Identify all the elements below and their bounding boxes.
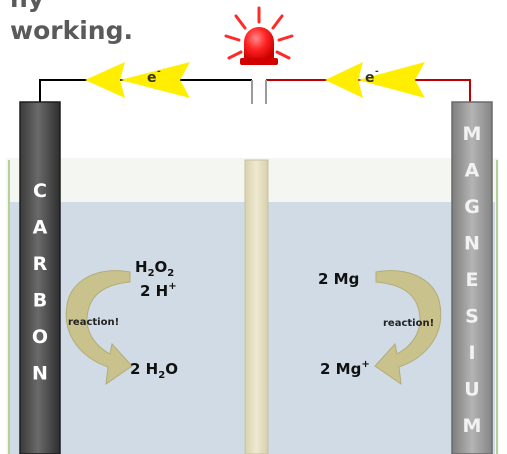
carbon-letter-3: R bbox=[33, 253, 48, 275]
reaction-arrow-left bbox=[65, 270, 133, 386]
magnesium-letter-4: N bbox=[464, 233, 480, 255]
reactant-2mg: 2 Mg bbox=[318, 270, 359, 288]
reactant-2h-plus: 2 H+ bbox=[140, 281, 177, 300]
magnesium-letter-8: U bbox=[464, 379, 479, 401]
magnesium-letter-6: S bbox=[465, 306, 479, 328]
reaction-label-right: reaction! bbox=[383, 318, 434, 329]
wire-left bbox=[39, 79, 252, 102]
separator-membrane bbox=[244, 159, 269, 454]
carbon-letter-1: C bbox=[33, 180, 47, 202]
magnesium-letter-1: M bbox=[463, 123, 482, 145]
reactant-h2o2: H2O2 bbox=[135, 258, 174, 279]
product-2mg-plus: 2 Mg+ bbox=[320, 359, 370, 378]
magnesium-letter-7: I bbox=[468, 342, 475, 364]
magnesium-letter-5: E bbox=[466, 269, 479, 291]
carbon-letter-4: B bbox=[33, 290, 47, 312]
magnesium-letter-2: A bbox=[465, 160, 480, 182]
led-bulb bbox=[224, 6, 294, 104]
magnesium-electrode bbox=[451, 101, 493, 454]
reaction-label-left: reaction! bbox=[68, 317, 119, 328]
magnesium-letter-3: G bbox=[464, 196, 480, 218]
reaction-arrow-right bbox=[374, 270, 442, 386]
carbon-electrode bbox=[19, 101, 61, 454]
carbon-letter-6: N bbox=[32, 363, 48, 385]
caption-line-bottom: working. bbox=[10, 16, 133, 45]
electron-label-left: e bbox=[147, 70, 157, 86]
carbon-letter-2: A bbox=[33, 217, 48, 239]
electron-arrow-left: e - bbox=[85, 62, 190, 98]
electron-sup-right: - bbox=[375, 67, 379, 77]
electron-arrow-right: e - bbox=[325, 62, 425, 98]
carbon-letter-5: O bbox=[32, 326, 48, 348]
product-2h2o: 2 H2O bbox=[130, 360, 178, 381]
electron-sup-left: - bbox=[157, 67, 161, 77]
caption-line-top: hy bbox=[10, 0, 44, 11]
electron-label-right: e bbox=[365, 70, 375, 86]
magnesium-letter-9: M bbox=[463, 415, 482, 437]
